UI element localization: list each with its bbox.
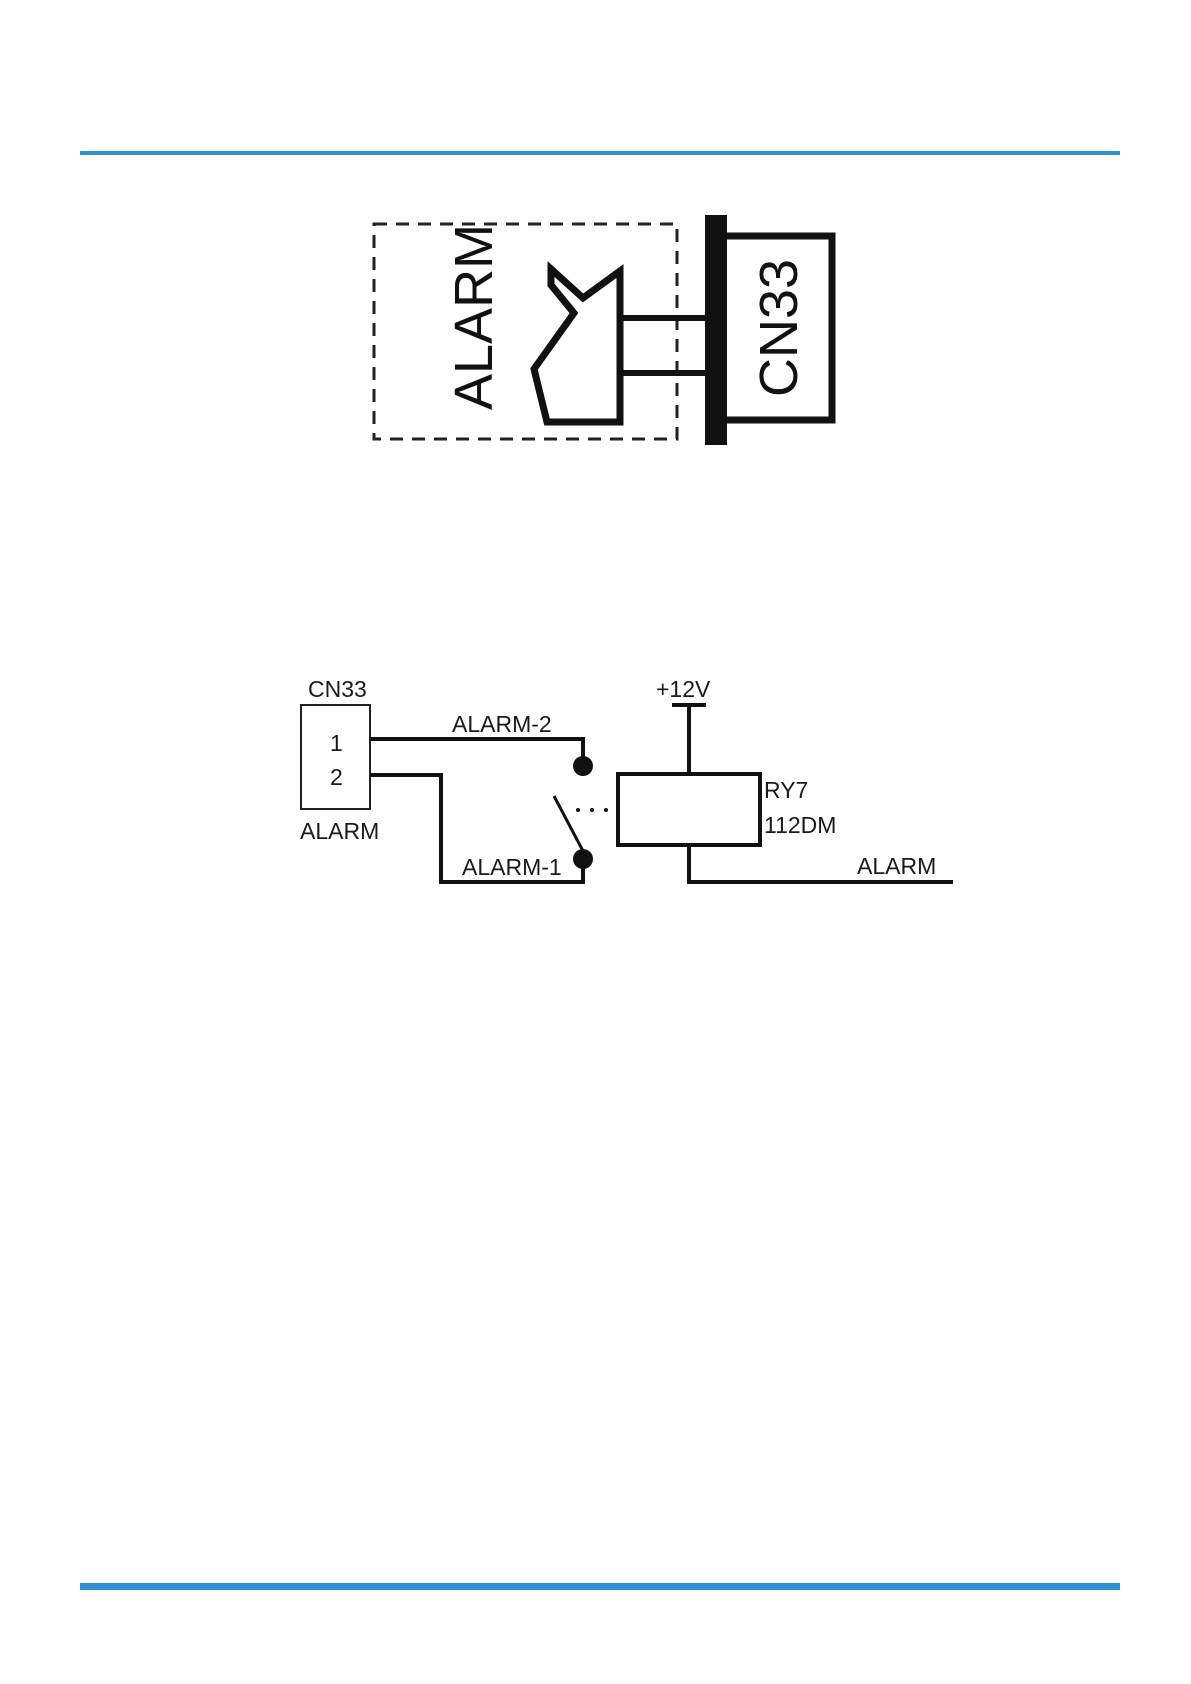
relay-coil xyxy=(618,774,760,845)
switch-contact-bottom xyxy=(573,849,593,869)
schematic-pin-2: 2 xyxy=(330,764,343,790)
schematic-connector-name: CN33 xyxy=(308,676,367,702)
wire-alarm-2 xyxy=(370,739,583,766)
wire-alarm-1-label: ALARM-1 xyxy=(462,854,562,880)
supply-label: +12V xyxy=(656,676,711,702)
switch-contact-top xyxy=(573,756,593,776)
switch-blade xyxy=(554,796,583,851)
coupling-dot-2 xyxy=(590,808,594,812)
schematic-connector-box xyxy=(301,705,370,809)
coupling-dot-3 xyxy=(604,808,608,812)
alarm-output-label: ALARM xyxy=(857,853,936,879)
alarm-schematic: CN33 1 2 ALARM ALARM-2 ALARM-1 +12V RY7 … xyxy=(0,0,1191,960)
schematic-pin-1: 1 xyxy=(330,730,343,756)
relay-name: RY7 xyxy=(764,777,808,803)
footer-rule xyxy=(80,1583,1120,1590)
schematic-connector-caption: ALARM xyxy=(300,818,379,844)
relay-model: 112DM xyxy=(764,812,836,838)
coupling-dot-1 xyxy=(576,808,580,812)
wire-alarm-2-label: ALARM-2 xyxy=(452,711,552,737)
